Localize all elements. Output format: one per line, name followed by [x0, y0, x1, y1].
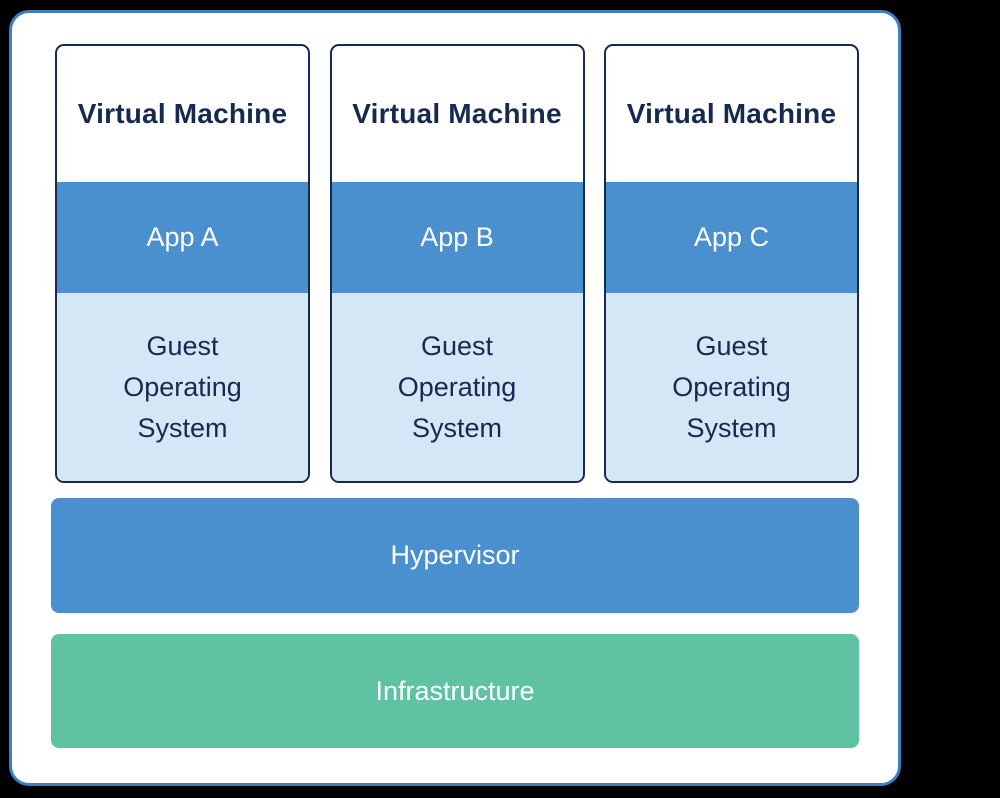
guest-os-line: System	[686, 412, 777, 443]
vm-title: Virtual Machine	[352, 98, 562, 129]
infrastructure-label: Infrastructure	[375, 675, 535, 706]
vm-box-b: Virtual Machine App B Guest Operating Sy…	[329, 44, 585, 483]
guest-os-line: System	[137, 412, 228, 443]
guest-os-line: Operating	[123, 371, 242, 402]
vm-guest-os-layer: Guest Operating System	[57, 293, 308, 481]
vm-app-layer: App C	[606, 182, 857, 293]
guest-os-line: Operating	[672, 371, 791, 402]
vm-title: Virtual Machine	[626, 98, 837, 129]
guest-os-line: Operating	[397, 371, 517, 402]
vm-row: Virtual Machine App A Guest Operating Sy…	[55, 44, 859, 483]
guest-os-line: Guest	[695, 330, 768, 361]
guest-os-line: System	[411, 412, 503, 443]
vm-guest-os-layer: Guest Operating System	[331, 293, 583, 481]
guest-os-line: Guest	[420, 330, 494, 361]
vm-guest-os-layer: Guest Operating System	[606, 293, 857, 481]
vm-title: Virtual Machine	[77, 98, 288, 129]
vm-architecture-panel: Virtual Machine App A Guest Operating Sy…	[9, 10, 901, 786]
hypervisor-label: Hypervisor	[390, 540, 520, 570]
vm-app-layer: App B	[331, 182, 583, 293]
hypervisor-layer: Hypervisor	[51, 498, 859, 613]
vm-box-c: Virtual Machine App C Guest Operating Sy…	[604, 44, 859, 483]
vm-box-a: Virtual Machine App A Guest Operating Sy…	[55, 44, 310, 483]
vm-app-layer: App A	[57, 182, 308, 293]
guest-os-line: Guest	[146, 330, 219, 361]
infrastructure-layer: Infrastructure	[51, 634, 859, 748]
